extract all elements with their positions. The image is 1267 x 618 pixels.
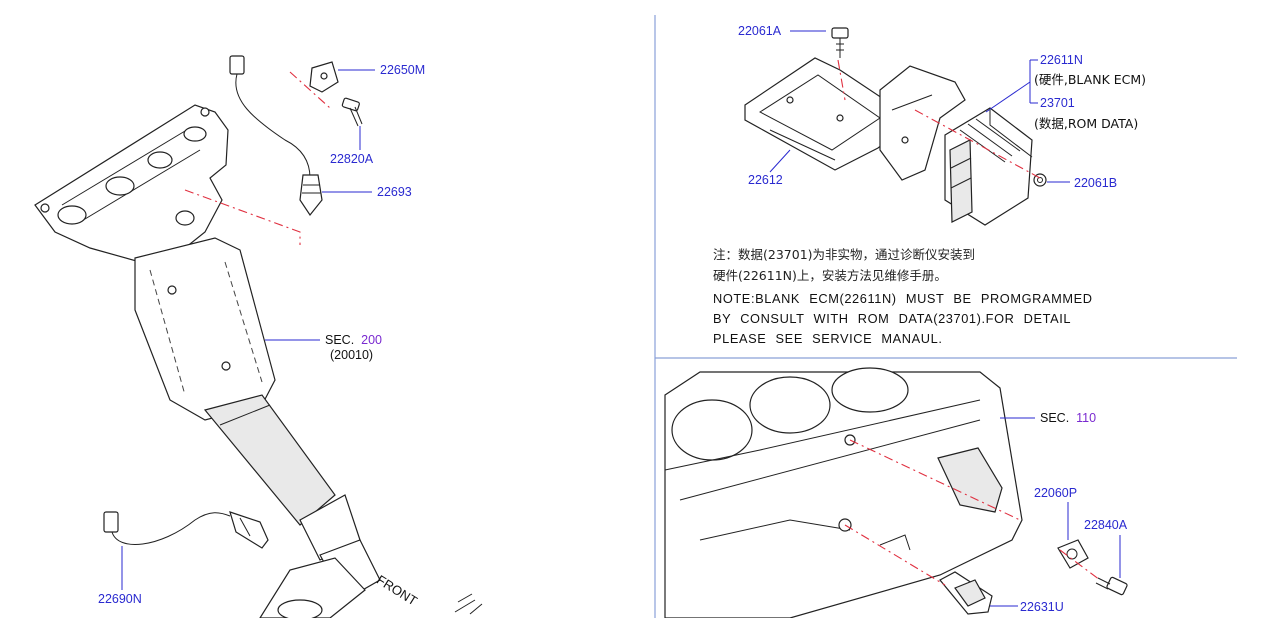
ecm-module	[944, 107, 1033, 226]
knock-sensor-22060P	[1057, 539, 1089, 569]
section-number: 200	[361, 333, 382, 347]
bolt-22061A	[831, 27, 849, 58]
label-23701-desc: (数据,ROM DATA)	[1034, 116, 1139, 131]
front-arrow	[454, 593, 483, 615]
temp-sensor-22631U	[939, 571, 993, 615]
label-22840A: 22840A	[1084, 518, 1128, 532]
note-english-line-2: BY CONSULT WITH ROM DATA(23701).FOR DETA…	[713, 311, 1072, 326]
note-chinese-line-1: 注：数据(23701)为非实物，通过诊断仪安装到	[713, 247, 976, 262]
section-number: 110	[1076, 411, 1097, 425]
note-english-line-3: PLEASE SEE SERVICE MANAUL.	[713, 331, 943, 346]
label-section-20010: (20010)	[330, 348, 374, 362]
cylinder-block	[664, 367, 1023, 618]
oxygen-sensor-rear	[103, 511, 269, 549]
heat-shield-bracket	[309, 61, 339, 93]
label-section-110: SEC. 110	[1040, 411, 1096, 425]
label-22690N: 22690N	[98, 592, 142, 606]
exhaust-manifold	[34, 104, 229, 263]
label-22650M: 22650M	[380, 63, 426, 77]
label-23701: 23701	[1040, 96, 1075, 110]
bolt-22840A	[1095, 576, 1128, 596]
label-22061A: 22061A	[738, 24, 782, 38]
catalytic-converter	[134, 237, 381, 618]
label-22820A: 22820A	[330, 152, 374, 166]
label-22612: 22612	[748, 173, 783, 187]
label-22060P: 22060P	[1034, 486, 1078, 500]
label-22611N-desc: (硬件,BLANK ECM)	[1034, 72, 1147, 87]
bolt-22820A	[341, 97, 363, 127]
label-22611N: 22611N	[1040, 53, 1083, 67]
oxygen-sensor-front	[229, 55, 323, 217]
ecm-bracket-22612	[744, 57, 966, 181]
nut-22061B	[1033, 173, 1047, 187]
section-prefix: SEC.	[325, 333, 355, 347]
section-prefix: SEC.	[1040, 411, 1070, 425]
label-22631U: 22631U	[1020, 600, 1064, 614]
label-22693: 22693	[377, 185, 412, 199]
note-english-line-1: NOTE:BLANK ECM(22611N) MUST BE PROMGRAMM…	[713, 291, 1093, 306]
note-chinese-line-2: 硬件(22611N)上，安装方法见维修手册。	[713, 268, 947, 283]
label-22061B: 22061B	[1074, 176, 1118, 190]
label-section-200: SEC. 200	[325, 333, 382, 347]
